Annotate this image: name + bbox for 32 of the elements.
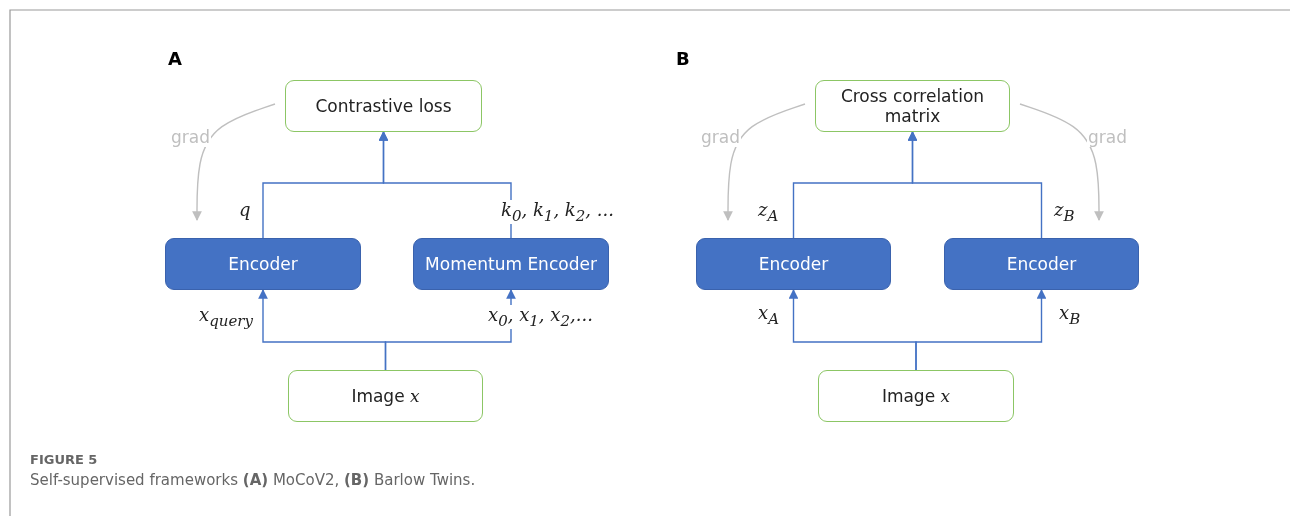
edge-label: grad xyxy=(170,128,211,147)
figure-number: FIGURE 5 xyxy=(30,452,98,467)
encoder-box xyxy=(165,238,361,290)
node-label: Image x xyxy=(880,385,952,407)
panel-letter: A xyxy=(168,48,182,69)
edge-label: grad xyxy=(700,128,741,147)
arrow xyxy=(384,289,516,371)
math-label: x$_{0}$, x$_{1}$, x$_{2}$,... xyxy=(487,305,594,330)
panel-letter: B xyxy=(676,48,690,69)
process-box xyxy=(815,80,1010,132)
curved-arrow xyxy=(192,103,276,221)
curved-arrow xyxy=(1019,103,1104,221)
arrow xyxy=(907,131,1043,239)
node-label: Image x xyxy=(350,385,421,407)
process-box xyxy=(818,370,1014,422)
node-label: Cross correlation matrix xyxy=(839,85,986,127)
figure-caption: Self-supervised frameworks (A) MoCoV2, (B) Barlow Twins. xyxy=(30,471,476,489)
node-label: Contrastive loss xyxy=(314,95,453,117)
node-label: Encoder xyxy=(757,253,830,275)
edge-label: grad xyxy=(1087,128,1128,147)
arrow xyxy=(915,289,1047,371)
node-label: Encoder xyxy=(227,253,299,275)
encoder-box xyxy=(413,238,609,290)
process-box xyxy=(288,370,483,422)
math-label: k$_{0}$, k$_{1}$, k$_{2}$, ... xyxy=(500,200,615,225)
node-label: Momentum Encoder xyxy=(424,253,598,275)
encoder-box xyxy=(696,238,891,290)
curved-arrow xyxy=(723,103,806,221)
arrow xyxy=(378,131,512,239)
node-label: Encoder xyxy=(1005,253,1078,275)
encoder-box xyxy=(944,238,1139,290)
process-box xyxy=(285,80,482,132)
